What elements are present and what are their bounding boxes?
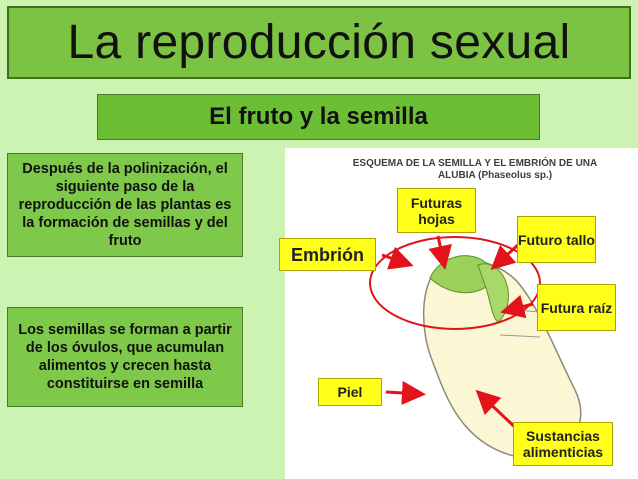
label-futuras-hojas: Futuras hojas	[397, 188, 476, 233]
note-pollination: Después de la polinización, el siguiente…	[7, 153, 243, 257]
label-futuro-tallo: Futuro tallo	[517, 216, 596, 263]
slide-title: La reproducción sexual	[7, 6, 631, 79]
label-piel: Piel	[318, 378, 382, 406]
slide-subtitle: El fruto y la semilla	[97, 94, 540, 140]
label-embrion: Embrión	[279, 238, 376, 271]
diagram-title: ESQUEMA DE LA SEMILLA Y EL EMBRIÓN DE UN…	[352, 158, 598, 181]
note-seed-formation: Los semillas se forman a partir de los ó…	[7, 307, 243, 407]
label-futura-raiz: Futura raíz	[537, 284, 616, 331]
label-sustancias-alimenticias: Sustancias alimenticias	[513, 422, 613, 466]
